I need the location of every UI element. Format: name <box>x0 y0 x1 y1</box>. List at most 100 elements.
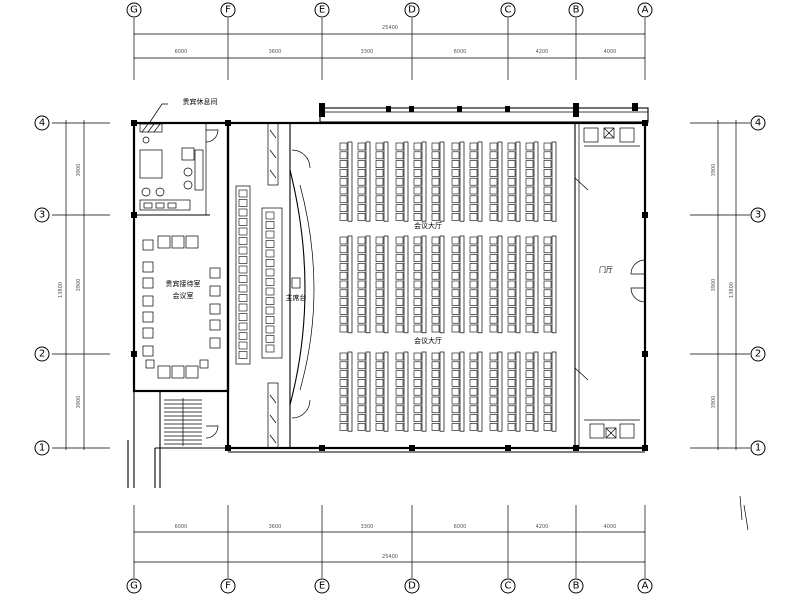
stage-seats <box>238 189 275 359</box>
seat-icon <box>451 195 460 204</box>
sofa-icon <box>583 127 599 143</box>
seat-icon <box>469 186 478 195</box>
seat-icon <box>507 352 516 361</box>
seat-icon <box>375 423 384 431</box>
seat-icon <box>469 213 478 221</box>
sofa-icon <box>142 311 154 323</box>
seat-icon <box>451 151 460 160</box>
seat-icon <box>395 160 404 168</box>
seat-icon <box>431 195 440 204</box>
seat-icon <box>339 379 348 387</box>
seat-icon <box>357 204 366 212</box>
desk-strip <box>459 141 465 222</box>
seat-icon <box>507 254 516 262</box>
seat-icon <box>339 245 348 254</box>
seat-icon <box>375 160 384 168</box>
axis-label: C <box>505 581 512 592</box>
seat-icon <box>413 352 422 361</box>
axis-label: E <box>319 581 325 592</box>
sofa-icon <box>142 345 154 357</box>
seat-icon <box>489 271 498 280</box>
seat-icon <box>451 414 460 422</box>
seat-icon <box>525 423 534 431</box>
seat-icon <box>395 315 404 324</box>
door-swing-icon <box>205 425 219 439</box>
seat-icon <box>451 204 460 212</box>
seat-icon <box>469 379 478 387</box>
seat-icon <box>489 370 498 378</box>
seat-icon <box>413 254 422 262</box>
axis-label: F <box>225 5 231 16</box>
seat-icon <box>357 379 366 387</box>
seat-icon <box>413 324 422 333</box>
axis-bubbles-right: 4 3 2 1 <box>750 115 766 456</box>
seat-icon <box>431 142 440 151</box>
seat-icon <box>413 423 422 431</box>
seat-icon <box>265 316 275 324</box>
sofa-icon <box>142 239 154 251</box>
dim-bottom-seg: 6000 <box>454 524 467 530</box>
sofa-icon <box>209 337 221 349</box>
seat-icon <box>451 169 460 177</box>
seat-icon <box>489 387 498 396</box>
seat-icon <box>543 379 552 387</box>
seat-icon <box>469 405 478 414</box>
seat-icon <box>543 151 552 160</box>
seat-icon <box>507 387 516 396</box>
desk-strip <box>421 351 427 432</box>
seat-icon <box>525 361 534 370</box>
seat-icon <box>469 307 478 315</box>
seat-icon <box>469 423 478 431</box>
seat-icon <box>469 169 478 177</box>
seat-icon <box>375 396 384 405</box>
axis-label: A <box>642 581 649 592</box>
room-label-vip-lounge-1: 贵宾接待室 <box>166 279 201 288</box>
column-square-icon <box>642 120 648 126</box>
room-label-lobby: 门厅 <box>599 265 613 274</box>
dimension-chain-top: 25400 6000 3600 3300 6000 4200 4000 <box>134 25 645 59</box>
seat-icon <box>395 289 404 298</box>
seat-icon <box>375 414 384 422</box>
seat-icon <box>339 169 348 177</box>
seat-icon <box>265 240 275 248</box>
seat-icon <box>489 213 498 221</box>
seat-icon <box>357 414 366 422</box>
seat-icon <box>451 387 460 396</box>
seat-icon <box>543 204 552 212</box>
seat-icon <box>395 213 404 221</box>
column-square-icon <box>642 351 648 357</box>
axis-label: G <box>130 581 138 592</box>
sofa-icon <box>209 285 221 297</box>
desk-strip <box>551 141 557 222</box>
dim-bottom-seg: 4000 <box>604 524 617 530</box>
seat-icon <box>543 315 552 324</box>
door-swing-icon <box>630 259 646 275</box>
seat-icon <box>413 289 422 298</box>
column-square-icon <box>386 106 391 112</box>
seat-icon <box>525 204 534 212</box>
seat-icon <box>431 169 440 177</box>
dim-top-seg: 3600 <box>269 49 282 55</box>
axis-bubbles-left: 4 3 2 1 <box>34 115 50 456</box>
seat-icon <box>489 263 498 271</box>
seat-icon <box>525 387 534 396</box>
seat-icon <box>395 271 404 280</box>
seat-icon <box>375 370 384 378</box>
seat-icon <box>507 195 516 204</box>
door-swing-icon <box>291 399 311 419</box>
seat-icon <box>469 236 478 245</box>
seat-icon <box>413 414 422 422</box>
seat-icon <box>489 405 498 414</box>
seat-icon <box>395 324 404 333</box>
seat-icon <box>543 195 552 204</box>
desk-strip <box>421 141 427 222</box>
seat-icon <box>451 177 460 186</box>
seat-icon <box>469 361 478 370</box>
desk-strip <box>439 351 445 432</box>
seat-icon <box>543 280 552 289</box>
seat-icon <box>507 379 516 387</box>
vip-rest-room: 贵宾休息间 <box>139 97 218 211</box>
seat-icon <box>525 142 534 151</box>
pen-mark <box>739 495 749 531</box>
seat-icon <box>489 204 498 212</box>
